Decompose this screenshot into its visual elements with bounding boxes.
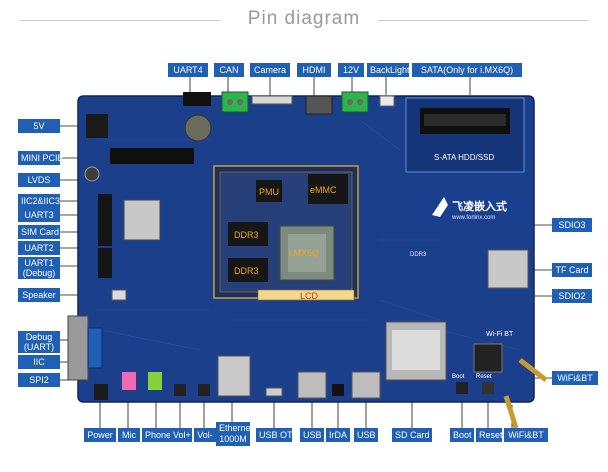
ethernet-port [217,355,251,397]
label-power: Power [84,428,116,442]
mini-pcie-slot [110,148,194,164]
label-uart4: UART4 [168,63,208,77]
wifi-bt-module [473,343,503,373]
label-uart2: UART2 [18,241,60,255]
label-phone: Phone [142,428,172,442]
label-wifi-bt-right: WiFi&BT [552,371,598,385]
label-mic: Mic [118,428,140,442]
boot-silk: Boot [452,374,465,380]
label-speaker: Speaker [18,288,60,302]
label-tf-card: TF Card [552,263,592,277]
sd-card-slot-inner [392,330,440,370]
ddr3-bottom-chip [228,258,268,282]
label-sdio3: SDIO3 [552,218,592,232]
boot-switch [456,382,468,394]
hdmi-connector [305,95,333,115]
title-rule-left [20,20,220,21]
usb-otg-port [265,387,283,397]
wifi-bt-silk: Wi-Fi BT [486,331,514,338]
label-debug-uart: Debug (UART) [18,331,60,353]
label-sata: SATA(Only for i.MX6Q) [412,63,522,77]
label-boot: Boot [450,428,474,442]
label-backlight: BackLight [367,63,410,77]
label-iic2-iic3: IIC2&IIC3 [18,194,60,208]
usb-port-1 [297,371,327,399]
backlight-connector [379,95,395,107]
brand-logo-icon [432,197,448,217]
label-can: CAN [214,63,244,77]
label-5v: 5V [18,119,60,133]
ddr3-top-chip [228,222,268,246]
lcd-label: LCD [300,291,319,301]
label-usb-1: USB [300,428,324,442]
label-reset: Reset [476,428,503,442]
label-usb-otg: USB OTG [256,428,300,442]
power-switch [94,384,108,400]
sata-connector-slot [424,114,506,126]
emmc-chip [308,174,348,204]
label-mini-pcie: MINI PCIE [18,151,64,165]
label-camera: Camera [250,63,290,77]
brand-name: 飞凌嵌入式 [452,199,507,213]
label-uart1-debug: UART1 (Debug) [18,257,60,279]
reset-button [482,382,494,394]
title-rule-right [378,20,588,21]
label-ethernet: Ethernet 1000M [216,422,253,446]
title-bar: Pin diagram [0,0,608,40]
sim-card-holder [123,199,161,241]
usb-port-2 [351,371,381,399]
speaker-connector [111,289,127,301]
pmu-chip [256,180,282,202]
ddr-mid-text: DDR3 [410,252,427,258]
antenna-wifi [518,358,548,382]
label-uart3: UART3 [18,208,60,222]
label-spi2: SPI2 [18,373,60,387]
uart-headers [98,248,112,278]
page-title: Pin diagram [247,8,361,29]
camera-connector [251,95,293,105]
lcd-connector [257,289,355,301]
power-jack [86,114,108,138]
cpu-die [288,234,326,272]
pmu-label: PMU [259,187,279,197]
tf-card-slot [487,249,529,289]
label-vol-minus: Vol- [194,428,216,442]
coin-battery [184,114,212,142]
emmc-label: eMMC [310,185,337,195]
ddr3-bottom-label: DDR3 [234,266,259,276]
label-12v: 12V [338,63,364,77]
label-sim-card: SIM Card [18,225,60,239]
label-wifi-bt-bottom: WiFi&BT [504,428,548,442]
12v-terminal [341,91,369,113]
label-hdmi: HDMI [297,63,331,77]
sata-header-text: S-ATA HDD/SSD [434,153,494,162]
db9-serial-port [67,315,89,381]
label-irda: IrDA [326,428,350,442]
antenna-bt [503,395,519,429]
brand-url: www.forlinx.com [451,215,495,221]
irda-sensor [332,384,344,396]
label-iic: IIC [18,355,60,369]
can-terminal [221,91,249,113]
vol-plus-button [174,384,186,396]
db9-body [87,327,103,369]
capacitor [84,166,100,182]
cpu-label: i.MX6Q [289,248,319,258]
vol-minus-button [198,384,210,396]
iic-uart-headers [98,194,112,246]
phone-jack [148,372,162,390]
ddr3-top-label: DDR3 [234,230,259,240]
reset-silk: Reset [476,374,492,380]
label-lvds: LVDS [18,173,60,187]
uart4-header [183,92,211,106]
label-vol-plus: Vol+ [170,428,192,442]
label-sdio2: SDIO2 [552,289,592,303]
label-usb-2: USB [354,428,378,442]
label-sd-card: SD Card [392,428,432,442]
pcb-traces [95,119,521,351]
mic-jack [122,372,136,390]
